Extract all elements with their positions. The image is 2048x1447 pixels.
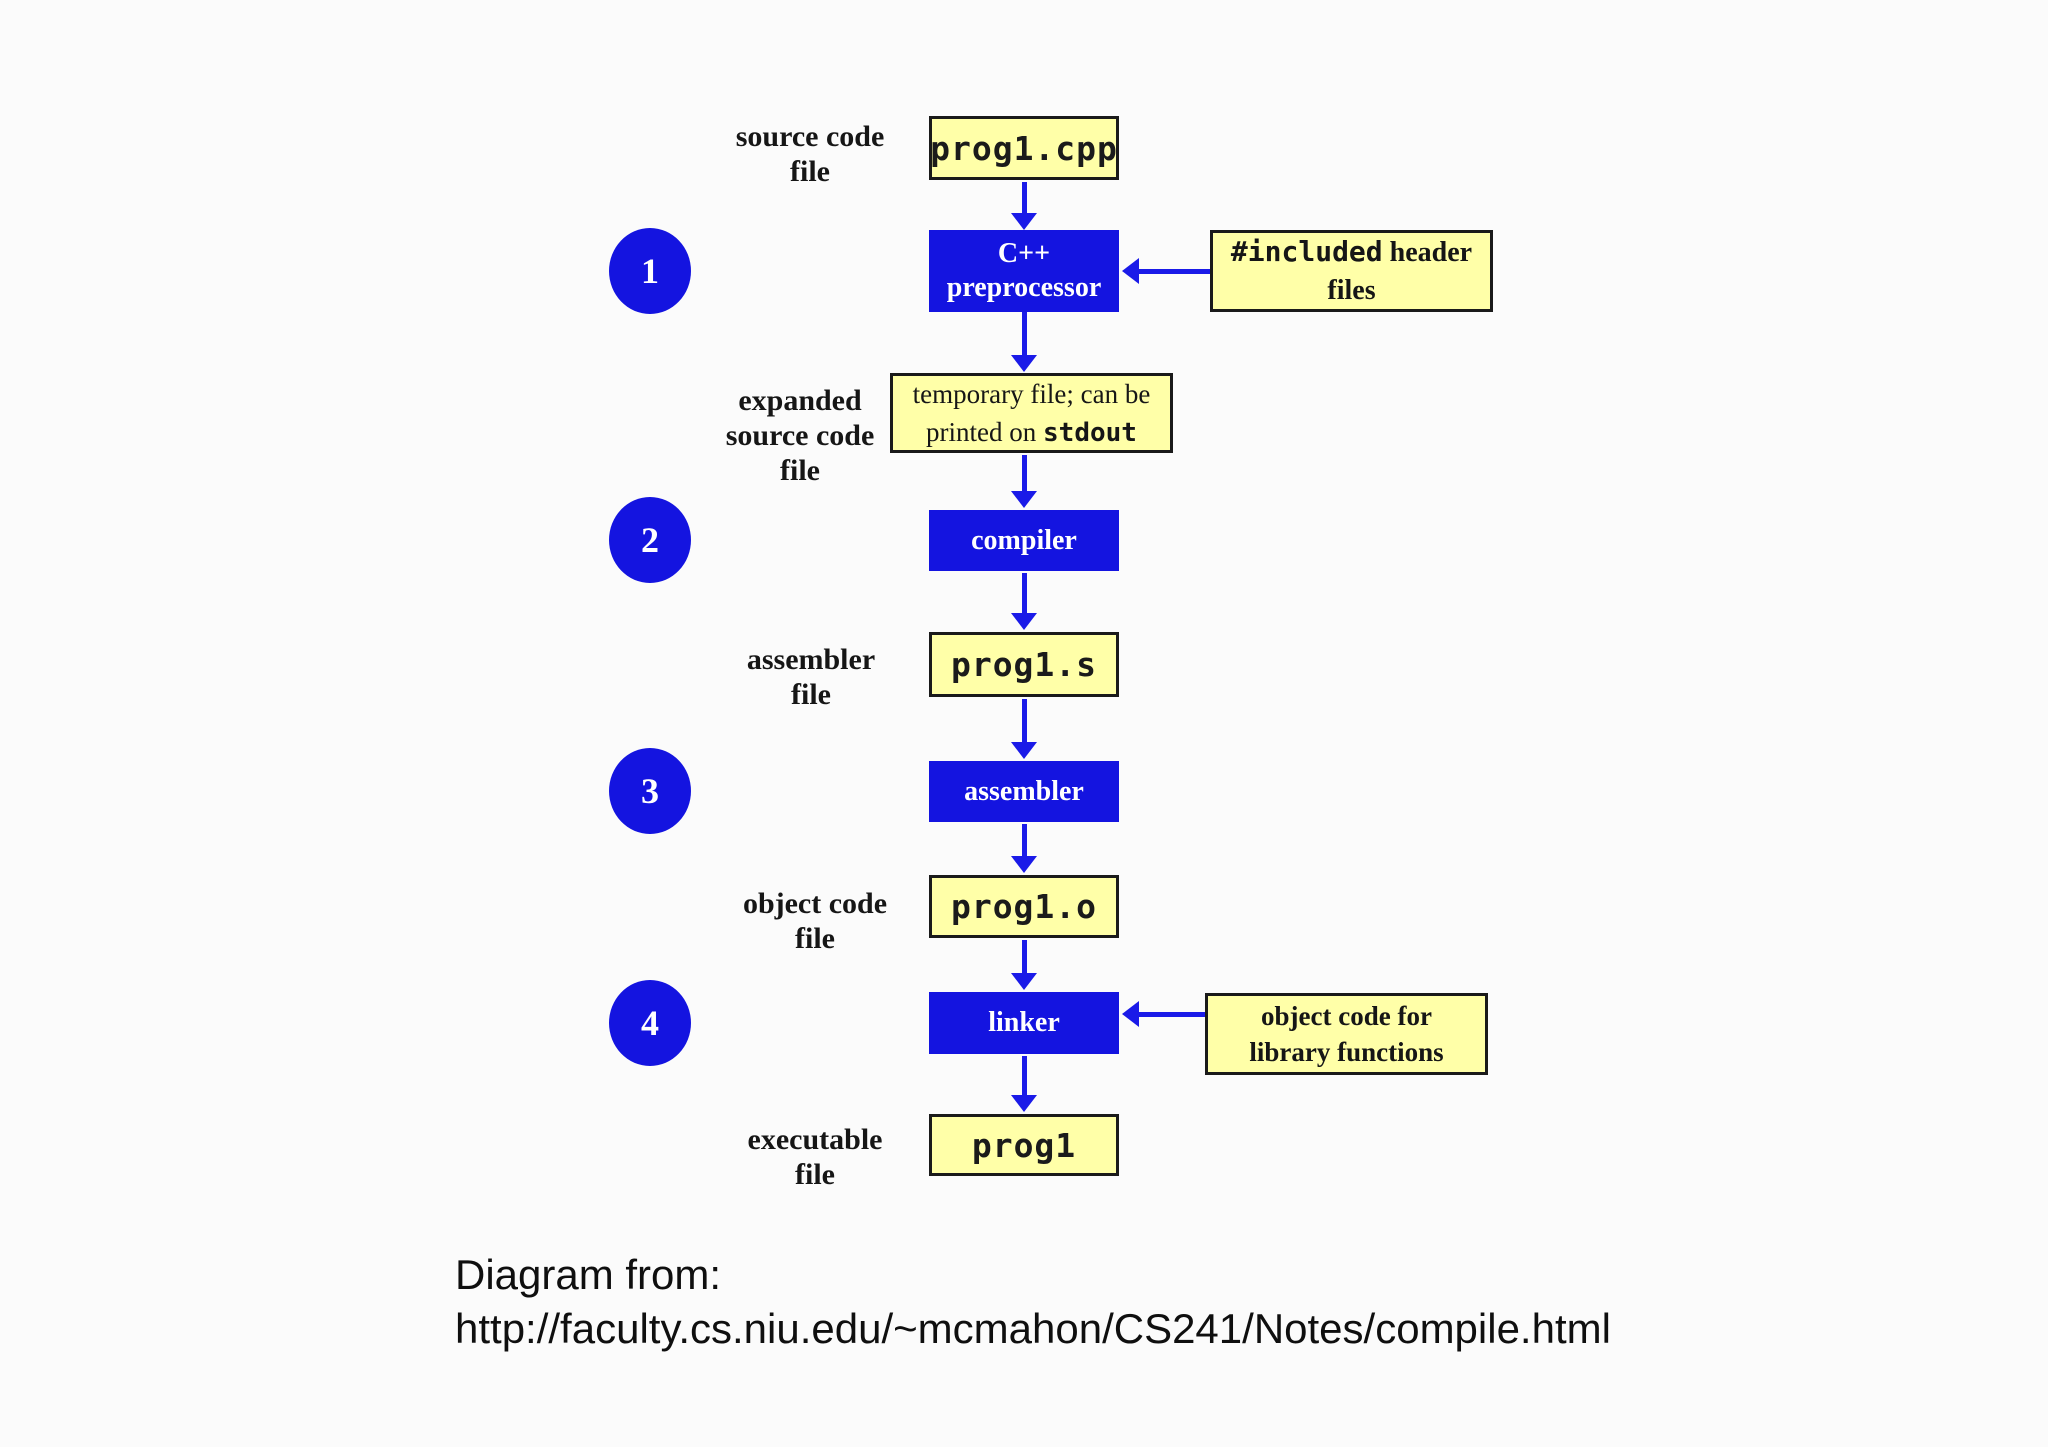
label-line: source code <box>735 120 885 153</box>
included-headers-line: files <box>1327 274 1376 306</box>
node-library-code: object code for library functions <box>1205 993 1488 1075</box>
step-3-number: 3 <box>641 771 659 811</box>
arrow-assemblerfile-to-assembler <box>1011 699 1037 759</box>
library-code-line: library functions <box>1249 1037 1444 1067</box>
arrow-preprocessor-to-tempfile <box>1011 312 1037 372</box>
temporary-file-line: temporary file; can be <box>912 378 1151 409</box>
label-line: file <box>780 454 820 487</box>
node-linker: linker <box>929 992 1119 1054</box>
caption-intro: Diagram from: <box>455 1251 722 1298</box>
label-source-code-file: source code file <box>680 119 940 189</box>
node-assembler-file: prog1.s <box>929 632 1119 697</box>
step-4-number: 4 <box>641 1003 659 1043</box>
step-2-number: 2 <box>641 520 659 560</box>
label-line: file <box>790 155 830 188</box>
node-assembler: assembler <box>929 761 1119 822</box>
node-preprocessor: C++ preprocessor <box>929 230 1119 312</box>
library-code-line: object code for <box>1261 1001 1432 1031</box>
step-1-number: 1 <box>641 251 659 291</box>
included-directive: #included <box>1230 234 1383 268</box>
object-filename: prog1.o <box>950 887 1098 926</box>
label-line: file <box>791 678 831 711</box>
arrow-headers-to-preprocessor <box>1122 258 1210 284</box>
temporary-file-line: printed on stdout <box>926 413 1137 452</box>
label-line: expanded <box>738 384 862 417</box>
node-object-file: prog1.o <box>929 875 1119 938</box>
caption-source-url: http://faculty.cs.niu.edu/~mcmahon/CS241… <box>455 1305 1611 1352</box>
caption: Diagram from: http://faculty.cs.niu.edu/… <box>455 1248 1611 1356</box>
label-assembler-file: assembler file <box>681 642 941 712</box>
node-included-headers: #included header files <box>1210 230 1493 312</box>
node-temporary-file: temporary file; can be printed on stdout <box>890 373 1173 453</box>
label-line: source code <box>725 419 875 452</box>
label-line: object code <box>742 887 888 920</box>
assembler-label: assembler <box>964 775 1084 807</box>
label-executable-file: executable file <box>685 1122 945 1192</box>
arrow-source-to-preprocessor <box>1011 182 1037 230</box>
step-4-badge: 4 <box>609 980 691 1066</box>
stdout-term: stdout <box>1043 417 1137 448</box>
preprocessor-label-line: preprocessor <box>946 272 1102 303</box>
linker-label: linker <box>988 1007 1060 1038</box>
arrow-objectfile-to-linker <box>1011 940 1037 990</box>
step-1-badge: 1 <box>609 228 691 314</box>
arrow-linker-to-executable <box>1011 1056 1037 1112</box>
arrow-compiler-to-assemblerfile <box>1011 573 1037 630</box>
label-object-code-file: object code file <box>685 886 945 956</box>
compiler-label: compiler <box>971 524 1077 556</box>
assembler-filename: prog1.s <box>950 645 1098 684</box>
node-compiler: compiler <box>929 510 1119 571</box>
step-2-badge: 2 <box>609 497 691 583</box>
node-source-file: prog1.cpp <box>929 116 1119 180</box>
label-line: file <box>795 1158 835 1191</box>
label-line: executable <box>747 1123 883 1156</box>
label-expanded-source-code-file: expanded source code file <box>670 383 930 488</box>
label-line: file <box>795 922 835 955</box>
step-3-badge: 3 <box>609 748 691 834</box>
arrow-tempfile-to-compiler <box>1011 455 1037 508</box>
label-line: assembler <box>746 643 876 676</box>
executable-filename: prog1 <box>971 1125 1077 1165</box>
node-executable: prog1 <box>929 1114 1119 1176</box>
included-headers-line: #included header <box>1231 233 1472 272</box>
temporary-file-text: printed on <box>926 416 1044 447</box>
arrow-assembler-to-objectfile <box>1011 824 1037 873</box>
arrow-library-to-linker <box>1122 1001 1205 1027</box>
source-filename: prog1.cpp <box>930 128 1118 168</box>
included-headers-rest: header <box>1382 236 1473 268</box>
preprocessor-label-line: C++ <box>997 238 1051 269</box>
